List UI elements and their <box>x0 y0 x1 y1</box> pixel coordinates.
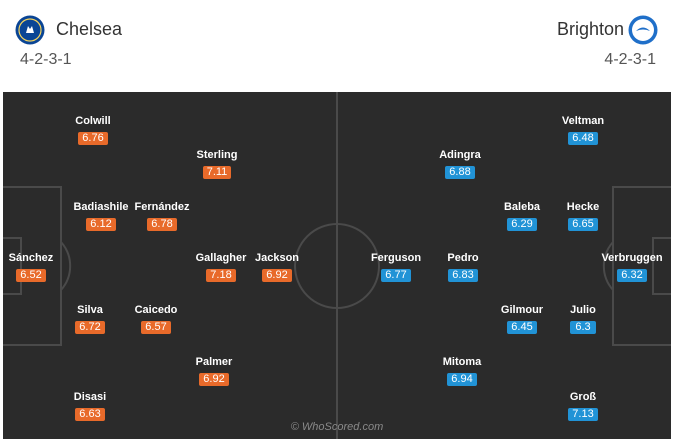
player-name: Baleba <box>503 201 541 213</box>
away-player[interactable]: Julio 6.3 <box>543 304 623 335</box>
home-player[interactable]: Disasi 6.63 <box>50 391 130 422</box>
player-rating: 6.12 <box>86 218 116 231</box>
player-name: Veltman <box>561 115 605 127</box>
home-formation: 4-2-3-1 <box>20 51 72 68</box>
watermark: © WhoScored.com <box>290 421 384 433</box>
home-player[interactable]: Gallagher 7.18 <box>181 252 261 283</box>
home-team-name: Chelsea <box>56 19 123 39</box>
player-rating: 6.63 <box>75 408 105 421</box>
home-player[interactable]: Caicedo 6.57 <box>116 304 196 335</box>
player-name: Groß <box>569 391 597 403</box>
home-player[interactable]: Colwill 6.76 <box>53 115 133 146</box>
player-name: Gallagher <box>195 252 247 264</box>
player-name: Palmer <box>195 356 233 368</box>
away-player[interactable]: Hecke 6.65 <box>543 201 623 232</box>
home-player[interactable]: Sterling 7.11 <box>177 149 257 180</box>
player-name: Colwill <box>75 115 111 127</box>
away-formation: 4-2-3-1 <box>604 51 656 68</box>
player-name: Pedro <box>447 252 479 264</box>
player-rating: 6.77 <box>381 269 411 282</box>
home-player[interactable]: Silva 6.72 <box>50 304 130 335</box>
away-team-name: Brighton <box>556 19 624 39</box>
pitch-markings <box>3 92 671 439</box>
player-name: Adingra <box>439 149 481 161</box>
away-player[interactable]: Groß 7.13 <box>543 391 623 422</box>
player-name: Disasi <box>73 391 107 403</box>
player-name: Hecke <box>566 201 600 213</box>
away-player[interactable]: Baleba 6.29 <box>482 201 562 232</box>
away-player[interactable]: Mitoma 6.94 <box>422 356 502 387</box>
home-player[interactable]: Badiashile 6.12 <box>61 201 141 232</box>
home-player[interactable]: Sánchez 6.52 <box>3 252 71 283</box>
player-name: Fernández <box>134 201 190 213</box>
player-name: Ferguson <box>370 252 422 264</box>
player-rating: 6.76 <box>78 132 108 145</box>
player-rating: 6.78 <box>147 218 177 231</box>
player-rating: 6.92 <box>262 269 292 282</box>
player-rating: 6.88 <box>445 166 475 179</box>
player-rating: 7.13 <box>568 408 598 421</box>
player-name: Jackson <box>254 252 300 264</box>
player-name: Julio <box>570 304 596 316</box>
home-player[interactable]: Fernández 6.78 <box>122 201 202 232</box>
player-name: Mitoma <box>442 356 482 368</box>
player-rating: 6.29 <box>507 218 537 231</box>
player-name: Caicedo <box>134 304 178 316</box>
away-player[interactable]: Verbruggen 6.32 <box>592 252 671 283</box>
player-rating: 6.72 <box>75 321 105 334</box>
home-player[interactable]: Palmer 6.92 <box>174 356 254 387</box>
player-rating: 7.11 <box>202 166 232 179</box>
away-player[interactable]: Gilmour 6.45 <box>482 304 562 335</box>
player-name: Verbruggen <box>601 252 663 264</box>
player-rating: 6.45 <box>507 321 537 334</box>
brighton-crest-icon <box>628 15 658 45</box>
home-player[interactable]: Jackson 6.92 <box>237 252 317 283</box>
away-player[interactable]: Adingra 6.88 <box>420 149 500 180</box>
player-name: Sterling <box>196 149 238 161</box>
player-name: Badiashile <box>73 201 129 213</box>
player-rating: 6.48 <box>568 132 598 145</box>
player-rating: 6.57 <box>141 321 171 334</box>
player-name: Gilmour <box>500 304 544 316</box>
player-rating: 6.94 <box>447 373 477 386</box>
player-rating: 6.3 <box>570 321 596 334</box>
player-rating: 6.52 <box>16 269 46 282</box>
away-player[interactable]: Veltman 6.48 <box>543 115 623 146</box>
match-header: Chelsea 4-2-3-1 Brighton 4-2-3-1 <box>0 0 674 92</box>
player-rating: 7.18 <box>206 269 236 282</box>
player-name: Sánchez <box>8 252 54 264</box>
away-player[interactable]: Ferguson 6.77 <box>356 252 436 283</box>
chelsea-crest-icon <box>15 15 45 45</box>
player-rating: 6.65 <box>568 218 598 231</box>
player-rating: 6.83 <box>448 269 478 282</box>
player-rating: 6.32 <box>617 269 647 282</box>
away-player[interactable]: Pedro 6.83 <box>423 252 503 283</box>
pitch: Sánchez 6.52 Colwill 6.76 Badiashile 6.1… <box>3 92 671 439</box>
player-rating: 6.92 <box>199 373 229 386</box>
player-name: Silva <box>77 304 103 316</box>
